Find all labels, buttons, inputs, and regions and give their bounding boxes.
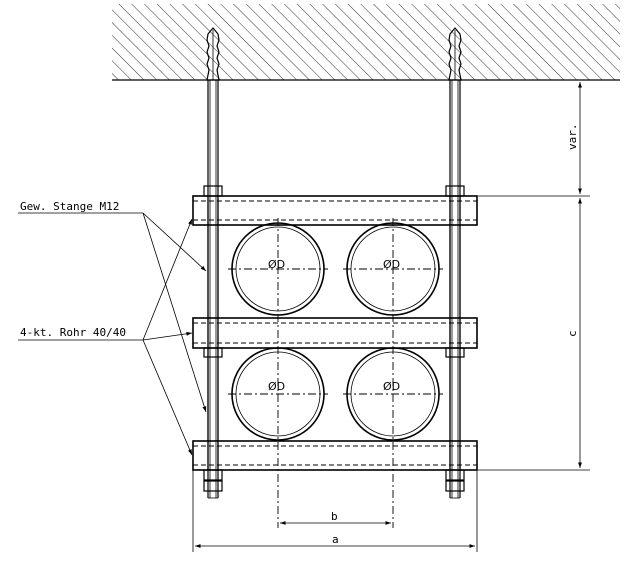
diameter-label-top-left: ØD [268, 258, 285, 271]
dimension-c-label: c [566, 330, 579, 337]
square-tube-bottom [192, 440, 478, 471]
label-square-tube: 4-kt. Rohr 40/40 [20, 326, 126, 339]
dimension-var [478, 82, 590, 197]
dimension-var-label: var. [566, 124, 579, 151]
nuts [203, 185, 465, 492]
diameter-label-top-right: ØD [383, 258, 400, 271]
dimension-b-label: b [331, 510, 338, 523]
square-tube-middle [192, 317, 478, 349]
diameter-label-bottom-right: ØD [383, 380, 400, 393]
threaded-rod-right [448, 27, 462, 499]
diameter-label-bottom-left: ØD [268, 380, 285, 393]
center-lines [228, 218, 443, 528]
ceiling [112, 4, 620, 81]
dimension-a-label: a [332, 533, 339, 546]
dimension-a [192, 470, 478, 552]
dimension-c [478, 198, 590, 471]
leader-lines [142, 212, 207, 456]
threaded-rod-left [206, 27, 220, 499]
label-threaded-rod: Gew. Stange M12 [20, 200, 119, 213]
square-tube-top [192, 195, 478, 226]
rod-hidden-lines [207, 196, 461, 470]
